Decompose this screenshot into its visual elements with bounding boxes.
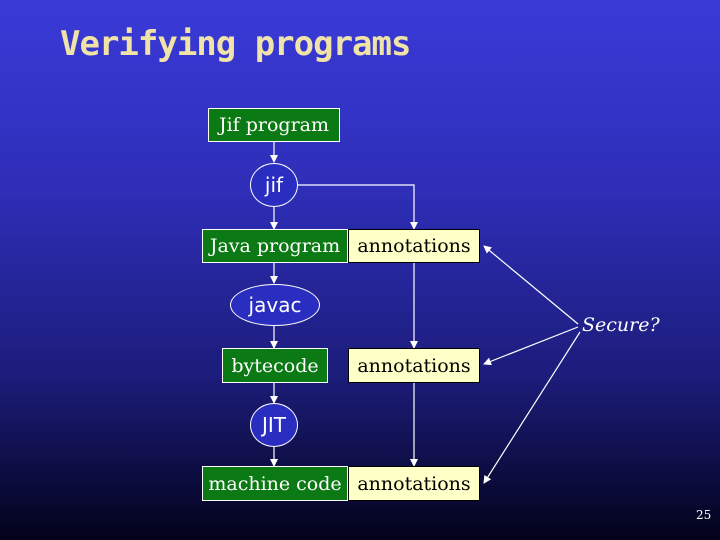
annotations-box-3: annotations: [348, 466, 480, 501]
arrow-secure-to-annotations-3: [483, 331, 581, 484]
secure-label: Secure?: [582, 314, 660, 336]
page-number: 25: [696, 508, 712, 522]
arrow-secure-to-annotations-2: [483, 326, 579, 366]
machine-code-box: machine code: [202, 466, 348, 501]
arrow-jif-to-annotations-1: [298, 184, 418, 230]
bytecode-box: bytecode: [222, 348, 328, 383]
annotations-box-2: annotations: [348, 348, 480, 383]
java-program-box: Java program: [202, 229, 348, 263]
javac-compiler-ellipse: javac: [230, 284, 320, 326]
arrow-secure-to-annotations-1: [483, 245, 579, 325]
jit-compiler-ellipse: JIT: [250, 403, 298, 447]
annotations-box-1: annotations: [348, 229, 480, 263]
jif-compiler-ellipse: jif: [250, 163, 298, 207]
jif-program-box: Jif program: [208, 108, 340, 142]
slide-title: Verifying programs: [60, 24, 411, 64]
